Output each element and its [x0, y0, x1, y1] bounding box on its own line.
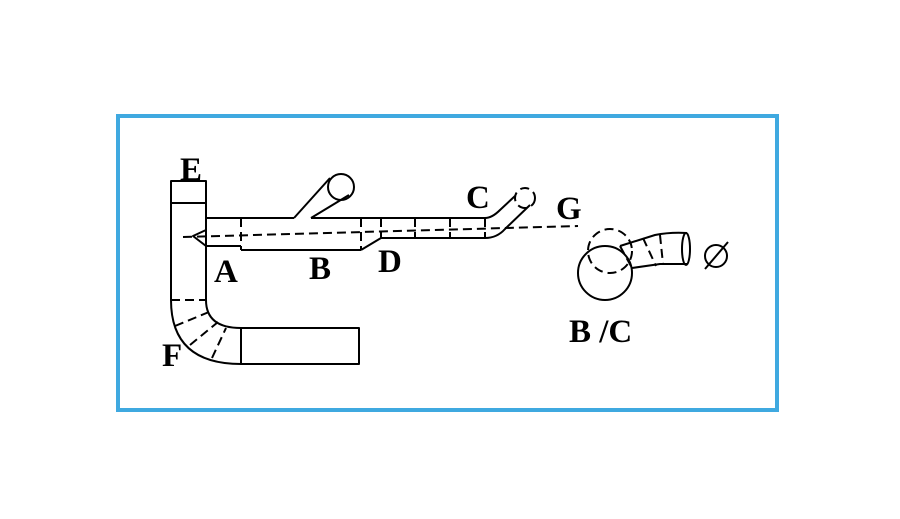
label-c: C: [466, 180, 490, 216]
label-bc: B /C: [569, 314, 632, 350]
label-a: A: [214, 254, 238, 290]
label-f: F: [162, 338, 182, 374]
junction-a: [192, 217, 242, 250]
branch-c: [484, 187, 536, 239]
label-g: G: [556, 191, 582, 227]
vertical-duct-e: [170, 180, 207, 300]
label-b: B: [309, 251, 331, 287]
diameter-symbol: [704, 241, 729, 270]
branch-b: [293, 173, 355, 219]
diagram-frame: [116, 114, 779, 412]
label-e: E: [180, 152, 202, 188]
transition-d: [360, 217, 486, 251]
main-duct-segment: [241, 217, 362, 251]
centerline: [182, 225, 579, 238]
detail-bc-view: [577, 228, 691, 301]
elbow-f: [170, 299, 242, 365]
label-d: D: [378, 244, 402, 280]
bottom-duct: [240, 327, 360, 365]
